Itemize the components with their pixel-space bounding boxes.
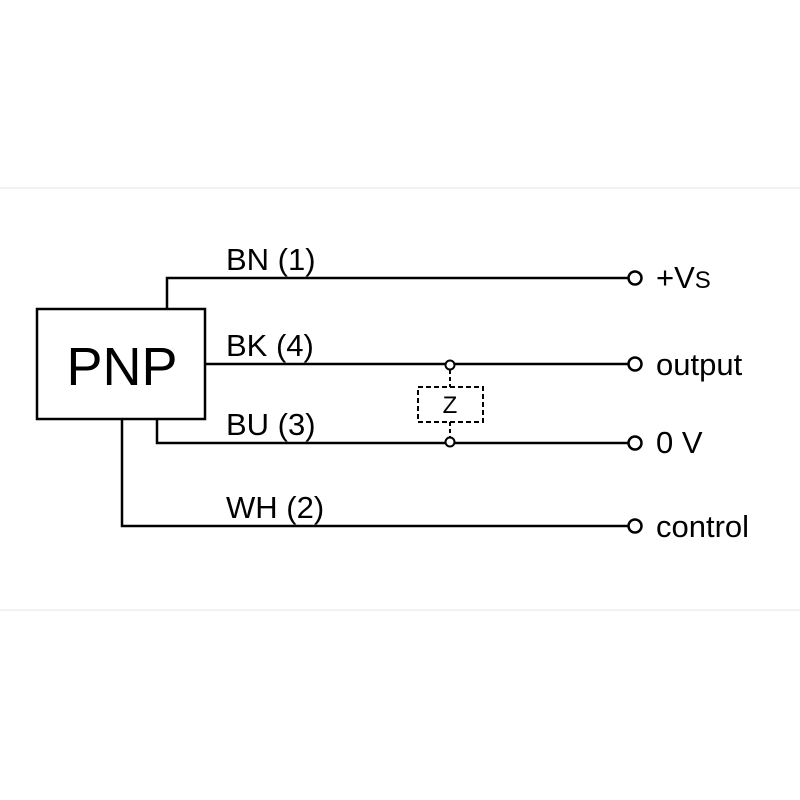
wire-bu-label: BU (3) — [226, 407, 316, 442]
load-top-node — [444, 359, 456, 371]
load-label: Z — [443, 392, 458, 419]
pnp-block: PNP — [35, 307, 207, 421]
terminal-control — [627, 518, 643, 534]
terminal-vs — [627, 270, 643, 286]
terminal-vs-label: +VS — [656, 260, 711, 295]
wire-bn: BN (1) +VS — [165, 242, 711, 309]
wire-bu-line — [155, 419, 628, 445]
wire-wh: WH (2) control — [120, 419, 749, 544]
wire-bk: BK (4) output — [205, 328, 743, 382]
terminal-vs-sub: S — [695, 267, 711, 294]
wire-bk-label: BK (4) — [226, 328, 314, 363]
terminal-output-label: output — [656, 347, 743, 382]
wire-bn-label: BN (1) — [226, 242, 316, 277]
load-bottom-node — [444, 436, 456, 448]
load-box — [417, 386, 484, 423]
terminal-vs-main: +V — [656, 260, 695, 295]
wire-bu: BU (3) 0 V — [155, 407, 703, 460]
terminal-0v-label: 0 V — [656, 425, 703, 460]
wire-bn-line — [165, 276, 628, 309]
pnp-block-box — [35, 307, 207, 421]
terminal-control-label: control — [656, 509, 749, 544]
wire-wh-label: WH (2) — [226, 490, 324, 525]
load-z: Z — [417, 359, 484, 448]
wire-wh-line — [120, 419, 628, 528]
terminal-output — [627, 356, 643, 372]
terminal-0v — [627, 435, 643, 451]
pnp-block-label: PNP — [66, 337, 177, 397]
